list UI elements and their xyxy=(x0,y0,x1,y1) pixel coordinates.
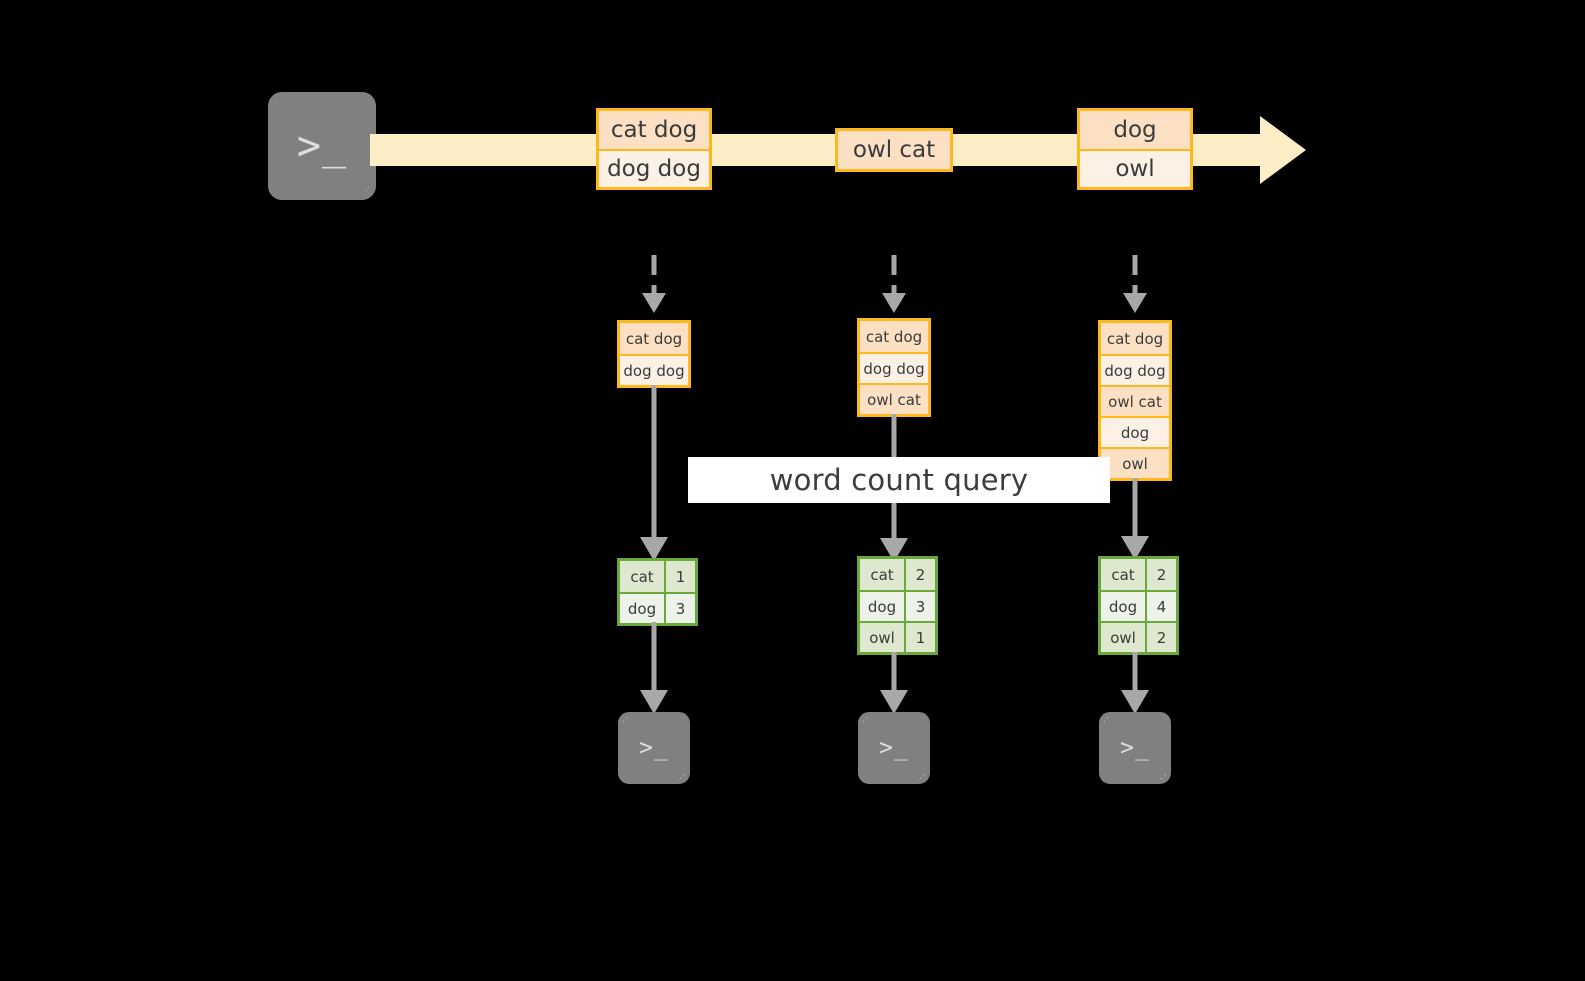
stream-event-3: dog owl xyxy=(1077,108,1193,190)
table-row: cat 2 xyxy=(860,559,935,590)
result-word: cat xyxy=(860,559,904,590)
record-line: dog dog xyxy=(620,354,688,385)
stream-event-line: owl cat xyxy=(838,131,950,169)
column-1-query-arrow-icon xyxy=(638,385,670,561)
result-count: 3 xyxy=(904,592,935,621)
record-line: cat dog xyxy=(620,323,688,354)
table-row: cat 2 xyxy=(1101,559,1176,590)
table-row: dog 3 xyxy=(620,592,695,623)
column-3-result-table: cat 2 dog 4 owl 2 xyxy=(1098,556,1179,655)
column-1-output-arrow-icon xyxy=(638,622,670,714)
record-line: owl xyxy=(1101,447,1169,478)
result-word: owl xyxy=(1101,623,1145,652)
record-line: cat dog xyxy=(860,321,928,352)
query-label-band: word count query xyxy=(688,457,1110,503)
column-1-input-arrow-icon xyxy=(638,255,670,313)
record-line: owl cat xyxy=(1101,385,1169,416)
column-1-accumulated-records: cat dog dog dog xyxy=(617,320,691,388)
terminal-prompt-glyph: >_ xyxy=(879,734,909,761)
result-word: cat xyxy=(620,561,664,592)
result-count: 3 xyxy=(664,594,695,623)
column-2-output-arrow-icon xyxy=(878,652,910,714)
query-label-text: word count query xyxy=(769,463,1029,497)
result-word: dog xyxy=(620,594,664,623)
result-word: cat xyxy=(1101,559,1145,590)
result-count: 2 xyxy=(1145,559,1176,590)
result-count: 1 xyxy=(904,623,935,652)
stream-event-line: cat dog xyxy=(599,111,709,149)
result-word: dog xyxy=(860,592,904,621)
record-line: dog xyxy=(1101,416,1169,447)
result-word: dog xyxy=(1101,592,1145,621)
terminal-prompt-glyph: >_ xyxy=(1120,734,1150,761)
column-2-input-arrow-icon xyxy=(878,255,910,313)
result-count: 2 xyxy=(1145,623,1176,652)
terminal-prompt-glyph: >_ xyxy=(296,123,348,169)
column-1-result-table: cat 1 dog 3 xyxy=(617,558,698,626)
record-line: dog dog xyxy=(860,352,928,383)
column-2-accumulated-records: cat dog dog dog owl cat xyxy=(857,318,931,417)
column-3-input-arrow-icon xyxy=(1119,255,1151,313)
column-2-sink-terminal-icon: >_ xyxy=(858,712,930,784)
table-row: dog 3 xyxy=(860,590,935,621)
terminal-screen: >_ xyxy=(863,717,925,779)
column-1-sink-terminal-icon: >_ xyxy=(618,712,690,784)
column-2-result-table: cat 2 dog 3 owl 1 xyxy=(857,556,938,655)
terminal-screen: >_ xyxy=(1104,717,1166,779)
record-line: owl cat xyxy=(860,383,928,414)
table-row: owl 1 xyxy=(860,621,935,652)
table-row: dog 4 xyxy=(1101,590,1176,621)
record-line: dog dog xyxy=(1101,354,1169,385)
stream-event-2: owl cat xyxy=(835,128,953,172)
result-count: 1 xyxy=(664,561,695,592)
terminal-prompt-glyph: >_ xyxy=(639,734,669,761)
column-3-query-arrow-icon xyxy=(1119,478,1151,560)
result-count: 2 xyxy=(904,559,935,590)
stream-event-line: dog dog xyxy=(599,149,709,187)
column-3-sink-terminal-icon: >_ xyxy=(1099,712,1171,784)
result-count: 4 xyxy=(1145,592,1176,621)
table-row: cat 1 xyxy=(620,561,695,592)
table-row: owl 2 xyxy=(1101,621,1176,652)
terminal-screen: >_ xyxy=(275,99,369,193)
column-3-output-arrow-icon xyxy=(1119,652,1151,714)
stream-event-line: owl xyxy=(1080,149,1190,187)
column-3-accumulated-records: cat dog dog dog owl cat dog owl xyxy=(1098,320,1172,481)
terminal-screen: >_ xyxy=(623,717,685,779)
stream-event-1: cat dog dog dog xyxy=(596,108,712,190)
record-line: cat dog xyxy=(1101,323,1169,354)
source-terminal-icon: >_ xyxy=(268,92,376,200)
result-word: owl xyxy=(860,623,904,652)
stream-event-line: dog xyxy=(1080,111,1190,149)
